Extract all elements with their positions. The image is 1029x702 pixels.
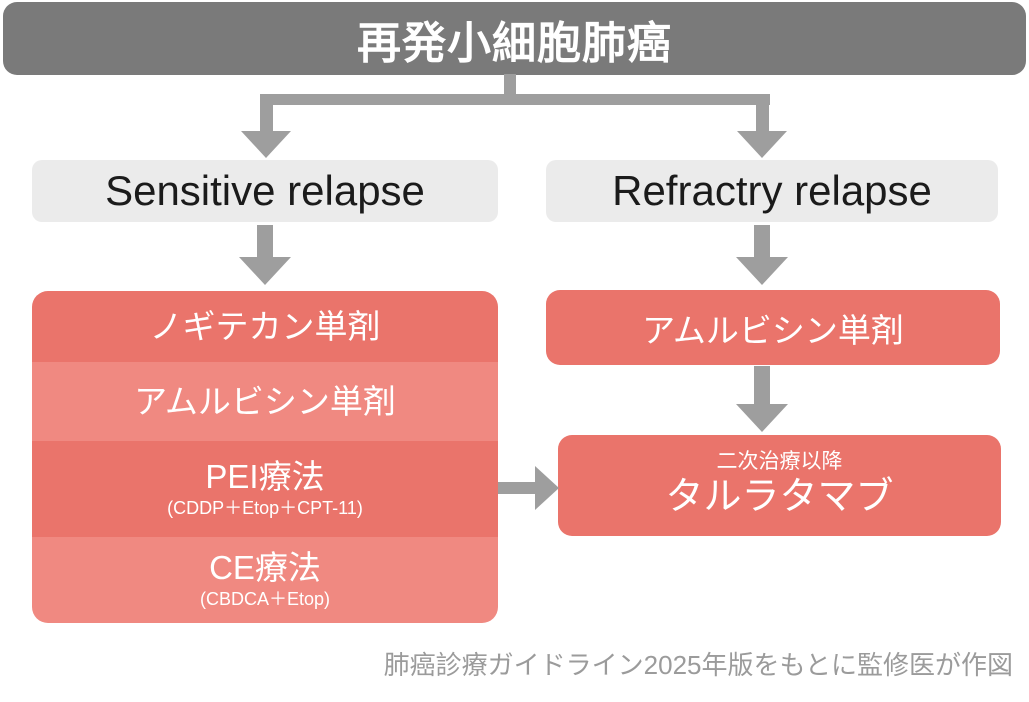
tarlatamab-box: 二次治療以降 タルラタマブ (558, 435, 1001, 536)
treatment-title: PEI療法 (205, 458, 325, 496)
branch-left-stem (260, 94, 273, 132)
sensitive-relapse-label: Sensitive relapse (105, 167, 425, 214)
treatment-title: アムルビシン単剤 (642, 311, 904, 349)
refractory-relapse-box: Refractry relapse (546, 160, 998, 222)
root-node-box: 再発小細胞肺癌 (3, 2, 1026, 75)
treatment-regimen: (CBDCA＋Etop) (199, 589, 331, 610)
arrow-down-icon (239, 257, 291, 285)
sensitive-treatment-stack: ノギテカン単剤 アムルビシン単剤 PEI療法 (CDDP＋Etop＋CPT-11… (32, 291, 498, 623)
stack-to-tarlatamab-stem (498, 482, 535, 494)
amrubicin-arrow-stem (754, 366, 770, 405)
arrow-down-icon (241, 131, 291, 158)
arrow-down-icon (736, 257, 788, 285)
treatment-row-nogitecan: ノギテカン単剤 (32, 291, 498, 362)
treatment-title: アムルビシン単剤 (134, 382, 396, 420)
treatment-row-amrubicin: アムルビシン単剤 (32, 362, 498, 441)
tarlatamab-line-label: 二次治療以降 (716, 450, 843, 474)
treatment-title: ノギテカン単剤 (149, 307, 381, 345)
source-caption: 肺癌診療ガイドライン2025年版をもとに監修医が作図 (383, 650, 1013, 680)
treatment-title: CE療法 (209, 549, 321, 587)
right-arrow-stem (754, 225, 770, 258)
branch-right-stem (756, 94, 769, 132)
arrow-down-icon (736, 404, 788, 432)
treatment-row-pei: PEI療法 (CDDP＋Etop＋CPT-11) (32, 441, 498, 537)
root-node-label: 再発小細胞肺癌 (357, 18, 672, 68)
treatment-title: タルラタマブ (665, 476, 894, 519)
sensitive-relapse-box: Sensitive relapse (32, 160, 498, 222)
refractory-relapse-label: Refractry relapse (612, 167, 932, 214)
arrow-right-icon (535, 466, 559, 510)
treatment-regimen: (CDDP＋Etop＋CPT-11) (167, 498, 363, 519)
treatment-row-ce: CE療法 (CBDCA＋Etop) (32, 537, 498, 623)
branch-connector-bar (262, 94, 770, 105)
left-arrow-stem (257, 225, 273, 258)
refractory-amrubicin-box: アムルビシン単剤 (546, 290, 1000, 365)
arrow-down-icon (737, 131, 787, 158)
branch-connector-stem (504, 74, 516, 96)
